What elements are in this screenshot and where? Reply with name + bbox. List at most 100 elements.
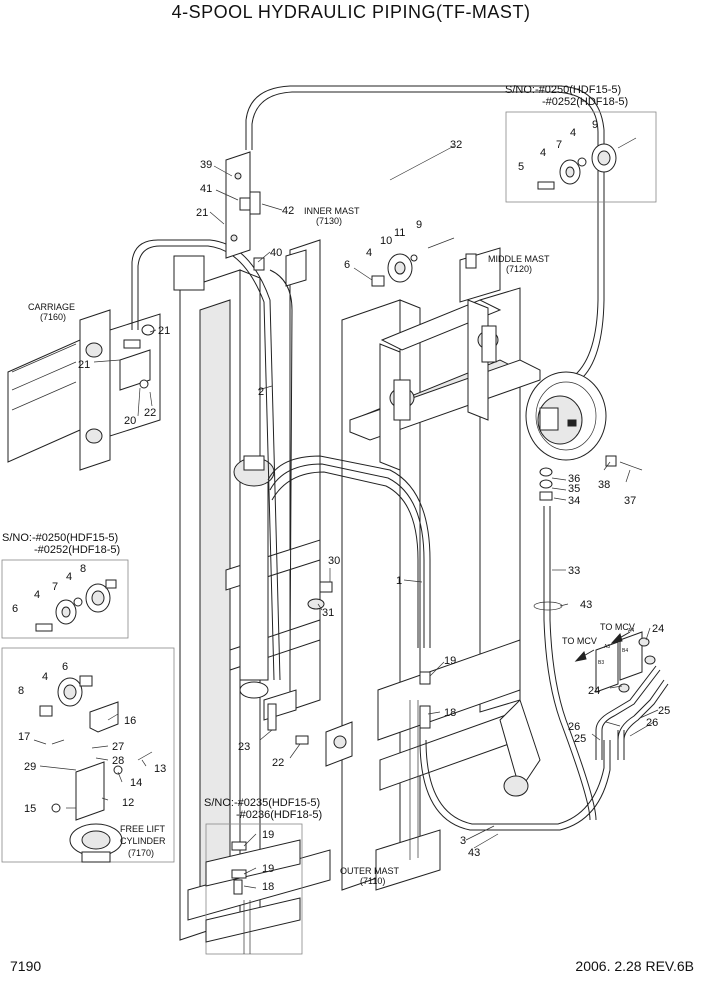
callout-31: 31 — [322, 607, 334, 619]
callout-9: 9 — [592, 119, 598, 131]
fittings-39-42 — [225, 151, 265, 271]
port-a4: A4 — [628, 628, 634, 634]
callout-11: 11 — [394, 227, 405, 239]
callout-7: 7 — [556, 139, 562, 151]
callout-25: 25 — [658, 705, 670, 717]
callout-19b: 19 — [262, 829, 274, 841]
callout-18: 18 — [444, 707, 456, 719]
callout-4d: 4 — [66, 571, 72, 583]
leader-lines — [33, 145, 659, 889]
callout-14: 14 — [130, 777, 142, 789]
callout-9b: 9 — [416, 219, 422, 231]
label-middle-mast-code: (7120) — [506, 264, 532, 274]
page-title: 4-SPOOL HYDRAULIC PIPING(TF-MAST) — [171, 2, 531, 22]
callout-18b: 18 — [262, 881, 274, 893]
callout-16: 16 — [124, 715, 136, 727]
label-outer-mast-code: (7110) — [360, 876, 385, 886]
callout-21b: 21 — [158, 325, 170, 337]
callout-21c: 21 — [78, 359, 90, 371]
callout-25b: 25 — [574, 733, 586, 745]
callout-4f: 4 — [42, 671, 48, 683]
hose-sheave — [525, 371, 607, 461]
callout-24b: 24 — [588, 685, 600, 697]
lift-cylinder — [233, 455, 275, 699]
callout-28: 28 — [112, 755, 124, 767]
hose-33 — [533, 506, 597, 821]
callout-26: 26 — [646, 717, 658, 729]
middle-mast — [349, 247, 541, 471]
callout-4e: 4 — [34, 589, 40, 601]
port-a3: A3 — [604, 644, 610, 650]
callout-4b: 4 — [540, 147, 546, 159]
callout-32: 32 — [450, 139, 462, 151]
label-inner-mast-code: (7130) — [316, 216, 342, 226]
hose-2 — [131, 239, 293, 681]
small-parts — [119, 237, 643, 767]
callout-6: 6 — [344, 259, 350, 271]
label-free-lift-code: (7170) — [128, 848, 154, 858]
sno-left-2: -#0252(HDF18-5) — [34, 544, 120, 556]
callout-42: 42 — [282, 205, 294, 217]
inset-top-right — [505, 111, 657, 203]
callout-10: 10 — [380, 235, 392, 247]
label-carriage-code: (7160) — [40, 312, 66, 322]
page-number: 7190 — [10, 958, 42, 974]
callout-30: 30 — [328, 555, 340, 567]
inset-free-lift — [1, 647, 175, 863]
callout-19c: 19 — [262, 863, 274, 875]
sno-bottom-1: S/NO:-#0235(HDF15-5) — [204, 797, 320, 809]
callout-26b: 26 — [568, 721, 580, 733]
label-inner-mast: INNER MAST — [304, 206, 360, 216]
callout-43b: 43 — [468, 847, 480, 859]
callout-6c: 6 — [62, 661, 68, 673]
label-carriage: CARRIAGE — [28, 302, 75, 312]
callout-17: 17 — [18, 731, 30, 743]
sno-bottom-2: -#0236(HDF18-5) — [236, 809, 322, 821]
callout-7b: 7 — [52, 581, 58, 593]
label-middle-mast: MIDDLE MAST — [488, 254, 550, 264]
callout-3: 3 — [460, 835, 466, 847]
callout-2: 2 — [258, 386, 264, 398]
carriage — [7, 309, 161, 471]
revision-date: 2006. 2.28 REV.6B — [575, 958, 694, 974]
callout-6b: 6 — [12, 603, 18, 615]
label-outer-mast: OUTER MAST — [340, 866, 400, 876]
callout-19: 19 — [444, 655, 456, 667]
callout-34: 34 — [568, 495, 580, 507]
sno-left-1: S/NO:-#0250(HDF15-5) — [2, 532, 118, 544]
callout-29: 29 — [24, 761, 36, 773]
port-b4: B4 — [622, 648, 628, 654]
callout-40: 40 — [270, 247, 282, 259]
callout-5: 5 — [518, 161, 524, 173]
inner-mast — [173, 239, 331, 941]
to-mcv-2: TO MCV — [562, 636, 597, 646]
hose-3 — [419, 739, 611, 831]
callout-15: 15 — [24, 803, 36, 815]
callout-41: 41 — [200, 183, 212, 195]
to-mcv-arrows — [574, 631, 631, 662]
callout-35: 35 — [568, 483, 580, 495]
hose-32 — [245, 85, 605, 381]
label-free-lift-2: CYLINDER — [120, 836, 166, 846]
callout-8b: 8 — [18, 685, 24, 697]
callout-37: 37 — [624, 495, 636, 507]
sno-top-right-2: -#0252(HDF18-5) — [542, 96, 628, 108]
inset-left — [1, 559, 129, 639]
callout-23: 23 — [238, 741, 250, 753]
to-mcv-1: TO MCV — [600, 622, 635, 632]
inset-bottom — [205, 823, 303, 955]
callout-22: 22 — [144, 407, 156, 419]
callout-36: 36 — [568, 473, 580, 485]
callout-22b: 22 — [272, 757, 284, 769]
pipes-to-mcv — [595, 631, 669, 760]
hose-1 — [267, 455, 431, 648]
callout-12: 12 — [122, 797, 134, 809]
label-free-lift: FREE LIFT — [120, 824, 166, 834]
callout-13: 13 — [154, 763, 166, 775]
port-b3: B3 — [598, 660, 604, 666]
callout-4: 4 — [570, 127, 576, 139]
callout-38: 38 — [598, 479, 610, 491]
callout-1: 1 — [396, 575, 402, 587]
callout-21: 21 — [196, 207, 208, 219]
